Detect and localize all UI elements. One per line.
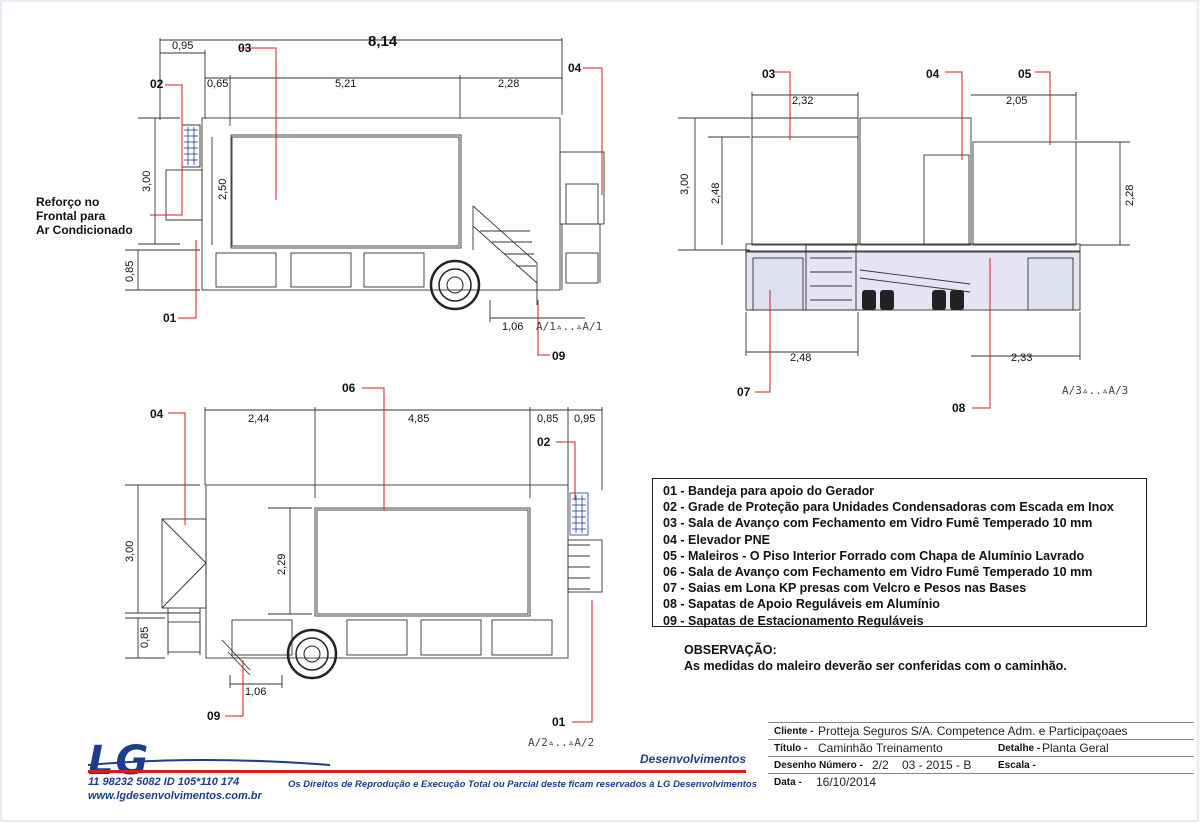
detalhe-value: Planta Geral (1042, 741, 1109, 755)
tag-04-top-left: 04 (568, 61, 582, 75)
observation-text: As medidas do maleiro deverão ser confer… (684, 659, 1067, 673)
observation-note: OBSERVAÇÃO: As medidas do maleiro deverã… (684, 642, 1067, 674)
grid-unit-hatch-1 (184, 127, 198, 165)
reforco-line: Reforço no (36, 195, 100, 209)
callouts-side-right (168, 387, 593, 723)
dim-side-right-h3: 0,85 (139, 627, 151, 648)
tag-06-side-right: 06 (342, 381, 356, 395)
legend-item: 09 - Sapatas de Estacionamento Regulávei… (663, 613, 924, 628)
tag-09-top-left: 09 (552, 349, 566, 363)
dim-top-left-h2: 2,50 (217, 179, 229, 200)
dim-side-right-h1: 3,00 (124, 541, 136, 562)
data-label: Data - (774, 777, 802, 788)
legend-item: 01 - Bandeja para apoio do Gerador (663, 484, 875, 498)
view-rear (678, 92, 1130, 360)
dim-top-left-3: 5,21 (335, 78, 356, 90)
title-block-row-desenho: Desenho Número - 2/2 03 - 2015 - B Escal… (768, 756, 1194, 773)
dim-rear-2: 2,05 (1006, 95, 1027, 107)
brand-desenvolvimentos: Desenvolvimentos (640, 752, 747, 766)
dim-rear-h1: 3,00 (679, 174, 691, 195)
legend-item: 03 - Sala de Avanço com Fechamento em Vi… (663, 516, 1093, 531)
dim-side-right-2: 4,85 (408, 413, 429, 425)
detalhe-label: Detalhe - (998, 743, 1041, 754)
view-side-right (125, 407, 603, 688)
title-block: Cliente - Protteja Seguros S/A. Competen… (768, 722, 1194, 790)
dim-overall-length: 8,14 (368, 33, 398, 50)
tag-04-side-right: 04 (150, 407, 164, 421)
legend-item: 07 - Saias em Lona KP presas com Velcro … (663, 581, 1027, 596)
tag-01-side-right: 01 (552, 715, 566, 729)
cliente-value: Protteja Seguros S/A. Competence Adm. e … (818, 724, 1128, 738)
tag-04-rear: 04 (926, 67, 940, 81)
dim-top-left-h1: 3,00 (141, 171, 153, 192)
legend-item: 05 - Maleiros - O Piso Interior Forrado … (663, 548, 1085, 563)
dim-side-right-3: 0,85 (537, 413, 558, 425)
legend-item: 08 - Sapatas de Apoio Reguláveis em Alum… (663, 597, 940, 612)
dim-side-right-1: 2,44 (248, 413, 269, 425)
view-label-a1: A/1▵..▵A/1 (536, 320, 602, 333)
brand-phone: 11 98232 5082 ID 105*110 174 (88, 776, 240, 788)
view-label-a3: A/3▵..▵A/3 (1062, 384, 1128, 397)
desenho-label: Desenho Número - (774, 760, 863, 771)
titulo-value: Caminhão Treinamento (818, 741, 943, 755)
dim-rear-h2: 2,48 (710, 183, 722, 204)
title-block-row-titulo: Título - Caminhão Treinamento Detalhe - … (768, 739, 1194, 756)
dim-rear-1: 2,32 (792, 95, 813, 107)
legend-box: 01 - Bandeja para apoio do Gerador 02 - … (652, 478, 1147, 628)
dim-rear-h3: 2,28 (1124, 185, 1136, 206)
tag-02-top-left: 02 (150, 77, 164, 91)
view-side-left (125, 38, 605, 322)
tag-02-side-right: 02 (537, 435, 551, 449)
escala-label: Escala - (998, 760, 1036, 771)
dim-rear-3: 2,48 (790, 352, 811, 364)
dim-top-left-h3: 0,85 (124, 261, 136, 282)
legend-item: 06 - Sala de Avanço com Fechamento em Vi… (663, 565, 1093, 580)
dim-side-right-5: 1,06 (245, 686, 266, 698)
dim-side-right-h2: 2,29 (276, 554, 288, 575)
wheel-side-left (429, 259, 481, 311)
dim-side-right-4: 0,95 (574, 413, 595, 425)
dim-rear-4: 2,33 (1011, 352, 1032, 364)
dim-top-left-1: 0,95 (172, 40, 193, 52)
tag-03-rear: 03 (762, 67, 776, 81)
lg-logo: LG (88, 738, 151, 784)
cliente-label: Cliente - (774, 726, 814, 737)
logo-swoosh (87, 759, 331, 766)
dim-top-left-4: 2,28 (498, 78, 519, 90)
legend-item: 02 - Grade de Proteção para Unidades Con… (663, 500, 1114, 515)
callouts-rear (755, 71, 1051, 409)
reforco-note: Reforço no Frontal para Ar Condicionado (36, 195, 133, 237)
brand-website: www.lgdesenvolvimentos.com.br (88, 790, 262, 802)
grid-unit-hatch-2 (569, 492, 589, 536)
brand-red-bar (88, 770, 746, 773)
dim-top-left-5: 1,06 (502, 321, 523, 333)
brand-rights-notice: Os Direitos de Reprodução e Execução Tot… (288, 779, 758, 790)
tag-05-rear: 05 (1018, 67, 1032, 81)
reforco-line: Frontal para (36, 209, 106, 223)
callouts-side-left (150, 47, 603, 356)
data-value: 16/10/2014 (816, 775, 877, 789)
view-label-a2: A/2▵..▵A/2 (528, 736, 594, 749)
tag-03-top-left: 03 (238, 41, 252, 55)
tag-01-top-left: 01 (163, 311, 177, 325)
tag-07-rear: 07 (737, 385, 751, 399)
tag-08-rear: 08 (952, 401, 966, 415)
rear-wheels (862, 290, 964, 310)
titulo-label: Título - (774, 743, 808, 754)
title-block-row-data: Data - 16/10/2014 (768, 773, 1194, 790)
reforco-line: Ar Condicionado (36, 223, 133, 237)
revisao-value: 03 - 2015 - B (902, 758, 972, 772)
desenho-value: 2/2 (872, 758, 889, 772)
wheel-side-right (286, 628, 338, 680)
tag-09-side-right: 09 (207, 709, 221, 723)
legend-item: 04 - Elevador PNE (663, 532, 770, 547)
dim-top-left-2: 0,65 (207, 78, 228, 90)
observation-title: OBSERVAÇÃO: (684, 643, 777, 657)
title-block-row-cliente: Cliente - Protteja Seguros S/A. Competen… (768, 722, 1194, 739)
